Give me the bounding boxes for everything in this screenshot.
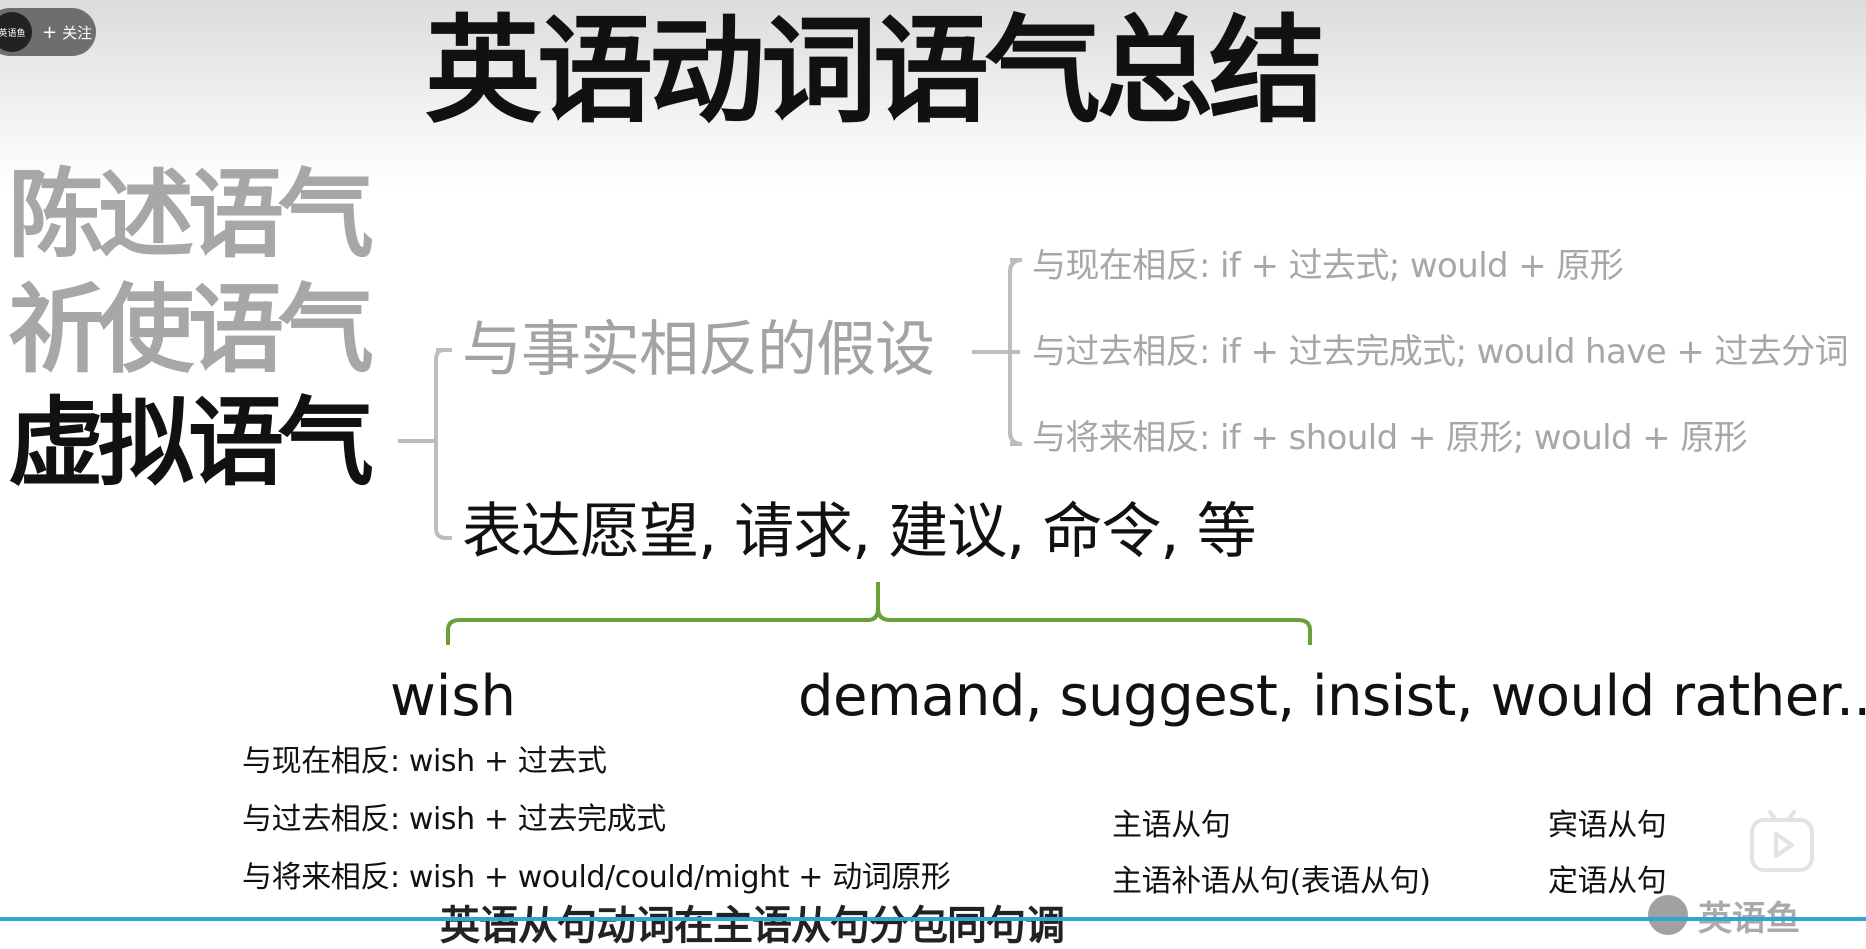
page-title: 英语动词语气总结 — [425, 3, 1325, 139]
follow-button[interactable]: + 关注 — [42, 22, 92, 43]
mood-imperative: 祈使语气 — [8, 273, 374, 386]
green-brace — [446, 582, 1312, 645]
contrary-rule-past: 与过去相反: if + 过去完成式; would have + 过去分词 — [1032, 332, 1849, 372]
watermark-text: 英语鱼 — [1698, 898, 1800, 939]
clause-object: 宾语从句 — [1548, 808, 1667, 843]
channel-watermark: 英语鱼 — [1648, 895, 1866, 939]
contrary-hypothesis-label: 与事实相反的假设 — [462, 315, 935, 385]
avatar[interactable]: 英语鱼 — [0, 12, 32, 52]
follow-label: 关注 — [62, 23, 93, 42]
subtitle-cut-text: 英语从句动词在主语从句分包同句调 — [440, 903, 1065, 949]
wish-rule-past: 与过去相反: wish + 过去完成式 — [242, 802, 666, 837]
plus-icon: + — [42, 21, 58, 43]
clause-subject: 主语从句 — [1112, 808, 1231, 843]
video-progress-bar[interactable] — [0, 917, 1866, 921]
mood-indicative: 陈述语气 — [8, 158, 374, 271]
verb-wish: wish — [390, 664, 517, 729]
main-bracket — [434, 348, 452, 540]
verb-list: demand, suggest, insist, would rather... — [798, 664, 1866, 729]
watermark-logo-icon — [1648, 895, 1688, 935]
play-icon[interactable] — [1748, 808, 1816, 876]
clause-predicative: 主语补语从句(表语从句) — [1112, 864, 1431, 899]
clause-attributive: 定语从句 — [1548, 864, 1667, 899]
header-background — [0, 0, 1866, 190]
desire-request-label: 表达愿望, 请求, 建议, 命令, 等 — [462, 497, 1257, 567]
bracket-diagram — [398, 258, 1312, 645]
contrary-rule-future: 与将来相反: if + should + 原形; would + 原形 — [1032, 418, 1748, 458]
mood-subjunctive: 虚拟语气 — [8, 386, 374, 499]
follow-pill[interactable]: 英语鱼 + 关注 — [0, 8, 96, 56]
wish-rule-present: 与现在相反: wish + 过去式 — [242, 744, 607, 779]
contrary-rule-present: 与现在相反: if + 过去式; would + 原形 — [1032, 246, 1624, 286]
wish-rule-future: 与将来相反: wish + would/could/might + 动词原形 — [242, 860, 951, 895]
